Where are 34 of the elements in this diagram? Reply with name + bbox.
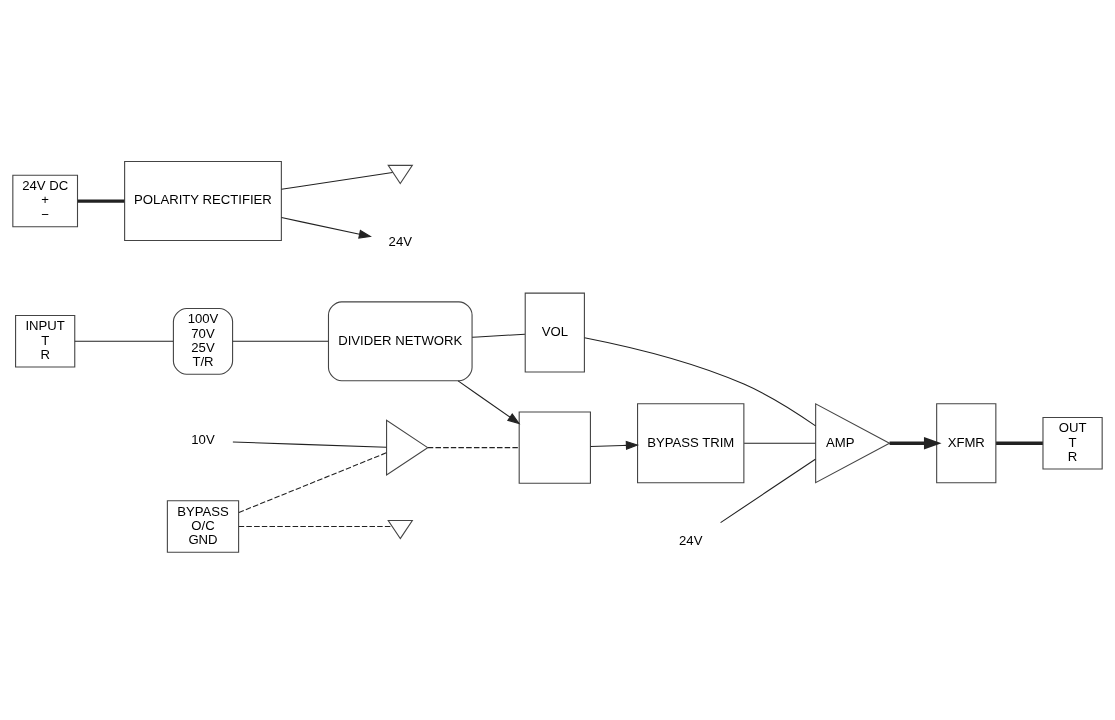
connector (238, 451, 387, 513)
node-triangle (387, 519, 414, 540)
connector (471, 333, 526, 338)
connector (74, 340, 174, 342)
node-triangle (386, 418, 429, 476)
arrow (889, 436, 942, 449)
node-box: BYPASS TRIM (637, 402, 745, 483)
node-text: 24V (679, 532, 703, 548)
node-box (518, 410, 591, 484)
arrow (590, 440, 640, 450)
node-box: VOL (524, 292, 585, 373)
node-box: INPUT T R (15, 314, 76, 368)
connector (238, 525, 393, 527)
node-box: 100V 70V 25V T/R (172, 307, 234, 375)
connector (583, 336, 817, 426)
arrow (457, 379, 521, 424)
node-box: OUT T R (1042, 416, 1103, 470)
connector (232, 440, 387, 448)
connector (427, 446, 520, 448)
connector (232, 340, 329, 342)
arrow (280, 216, 372, 239)
connector (77, 198, 125, 203)
connector (280, 171, 394, 190)
connector (720, 458, 816, 523)
node-box: DIVIDER NETWORK (327, 300, 473, 381)
connector (996, 441, 1043, 445)
node-box: POLARITY RECTIFIER (124, 160, 282, 241)
node-box: BYPASS O/C GND (166, 499, 240, 553)
connector (743, 442, 816, 444)
node-box: 24V DC + − (12, 174, 79, 227)
node-text: 10V (191, 431, 215, 447)
node-text: 24V (388, 233, 412, 249)
node-box: XFMR (936, 402, 997, 483)
node-triangle (387, 164, 414, 184)
